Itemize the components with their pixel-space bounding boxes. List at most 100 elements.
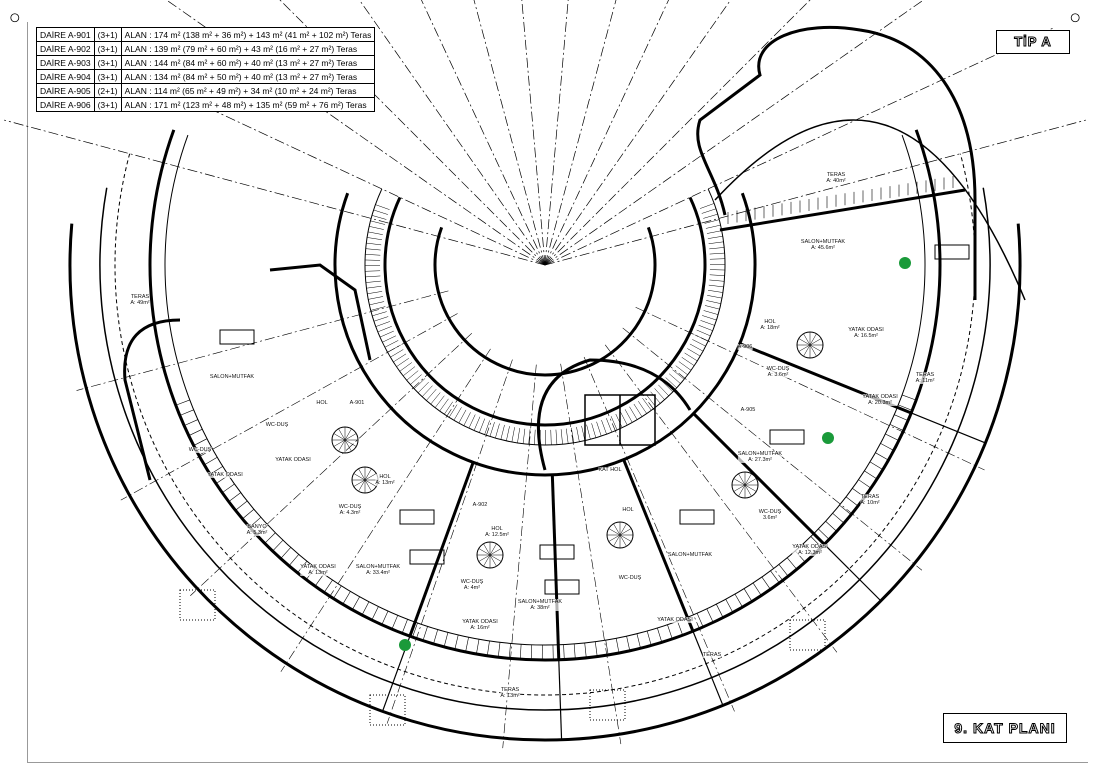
plant-icon (399, 639, 411, 651)
dining-table (544, 579, 580, 595)
dining-table (934, 244, 970, 260)
balustrade-post (228, 492, 241, 502)
balustrade-post (454, 634, 459, 650)
grid-axis-line (544, 0, 731, 266)
exterior-wall-inner (164, 134, 926, 646)
party-wall (692, 412, 826, 546)
planter-box (589, 689, 626, 721)
balustrade-post (519, 644, 522, 660)
balustrade-post (875, 452, 889, 461)
balustrade-post (885, 433, 899, 441)
grid-axis-line (120, 313, 458, 501)
balustrade-post (508, 643, 511, 659)
stair-tread (608, 534, 621, 542)
stair-tread (619, 528, 632, 536)
dining-table (219, 329, 255, 345)
stair-tread (333, 433, 346, 441)
grid-axis-line (190, 332, 473, 596)
unit-unit: DAİRE A-901 (36, 27, 95, 42)
balustrade-post (880, 443, 894, 451)
corridor-railing-post (703, 310, 719, 315)
corridor-railing-post (708, 284, 724, 288)
room-label: HOL A: 18m² (760, 319, 780, 331)
balustrade-post (845, 496, 859, 507)
corridor-railing-post (390, 349, 404, 358)
planter-box (179, 589, 216, 621)
stair-tread (338, 428, 346, 441)
corridor-railing-post (708, 241, 724, 244)
grid-axis-line (544, 0, 811, 266)
corridor-railing-post (406, 370, 419, 381)
stair-tread (344, 439, 352, 452)
stair-tread (619, 534, 627, 547)
balustrade-post (476, 639, 480, 655)
room-label: YATAK ODASI (207, 472, 243, 478)
balustrade-post (288, 554, 299, 567)
corridor-railing-post (365, 270, 381, 272)
stair-tread (619, 534, 632, 542)
stair-tread (353, 473, 366, 481)
grid-axis-line (560, 363, 622, 745)
type-label: TİP A (996, 30, 1070, 54)
corridor-railing-post (681, 357, 695, 366)
corridor-railing-post (610, 416, 618, 431)
stair-tread (744, 484, 757, 492)
stair-tread (489, 554, 497, 567)
room-label: YATAK ODASI A: 16m² (462, 619, 498, 631)
balustrade-post (242, 509, 255, 520)
balustrade-post (573, 643, 576, 659)
room-label: WC-DUŞ 3.6m² (758, 509, 782, 521)
grid-axis-line (502, 364, 537, 749)
corridor-railing-post (370, 306, 386, 311)
corridor-railing-post (550, 429, 552, 445)
room-label: HOL (622, 507, 634, 513)
balustrade-post (323, 579, 333, 593)
stair-tread (744, 473, 752, 486)
room-label: SALON+MUTFAK (667, 552, 713, 558)
stair-tread (733, 484, 746, 492)
balustrade-post (381, 610, 389, 625)
grid-bubble (10, 13, 20, 23)
corridor-railing-post (448, 404, 458, 418)
unit-unit: DAİRE A-903 (36, 55, 95, 70)
corridor-railing-post (528, 429, 531, 445)
grid-axis-line (421, 0, 546, 266)
corridor-railing-post (668, 373, 681, 384)
unit-type: (3+1) (93, 69, 122, 84)
balustrade-post (371, 606, 379, 621)
balustrade-post (778, 564, 789, 577)
balustrade-post (222, 483, 235, 493)
corridor-railing-post (463, 412, 471, 426)
corridor-railing-post (661, 381, 673, 393)
stair-tread (738, 473, 746, 486)
grid-axis-line (37, 28, 546, 266)
stair-tread (809, 344, 817, 357)
corridor-railing-post (417, 381, 429, 393)
drawing-frame (27, 22, 1088, 763)
corridor-railing-post (373, 316, 389, 322)
balustrade-post (487, 640, 490, 656)
unit-area: ALAN : 139 m² (79 m² + 60 m²) + 43 m² (1… (120, 41, 376, 56)
corridor-railing-post (396, 358, 409, 367)
corridor-railing-post (675, 365, 688, 376)
terrace-divider (911, 412, 986, 444)
corridor-railing-post (591, 423, 597, 438)
corridor-railing-post (642, 398, 652, 411)
corridor-railing-post (403, 366, 416, 377)
corridor-railing-post (369, 226, 384, 230)
unit-area: ALAN : 144 m² (84 m² + 60 m²) + 40 m² (1… (120, 55, 376, 70)
stair-tread (364, 479, 372, 492)
balustrade-post (864, 470, 878, 480)
room-label: SALON+MUTFAK A: 33.4m² (355, 564, 401, 576)
terrace-wall (719, 188, 966, 232)
party-wall (622, 459, 695, 632)
balustrade-post (465, 637, 469, 652)
corridor-railing-post (624, 409, 633, 423)
unit-row: DAİRE A-901(3+1)ALAN : 174 m² (138 m² + … (36, 27, 376, 42)
room-label: HOL A: 12.5m² (485, 526, 509, 538)
grid-axis-line (386, 359, 513, 724)
unit-type: (3+1) (93, 41, 122, 56)
corridor-railing-post (699, 203, 715, 209)
room-label: TERAS A: 10m² (860, 494, 880, 506)
room-label: SALON+MUTFAK A: 45.6m² (800, 239, 846, 251)
